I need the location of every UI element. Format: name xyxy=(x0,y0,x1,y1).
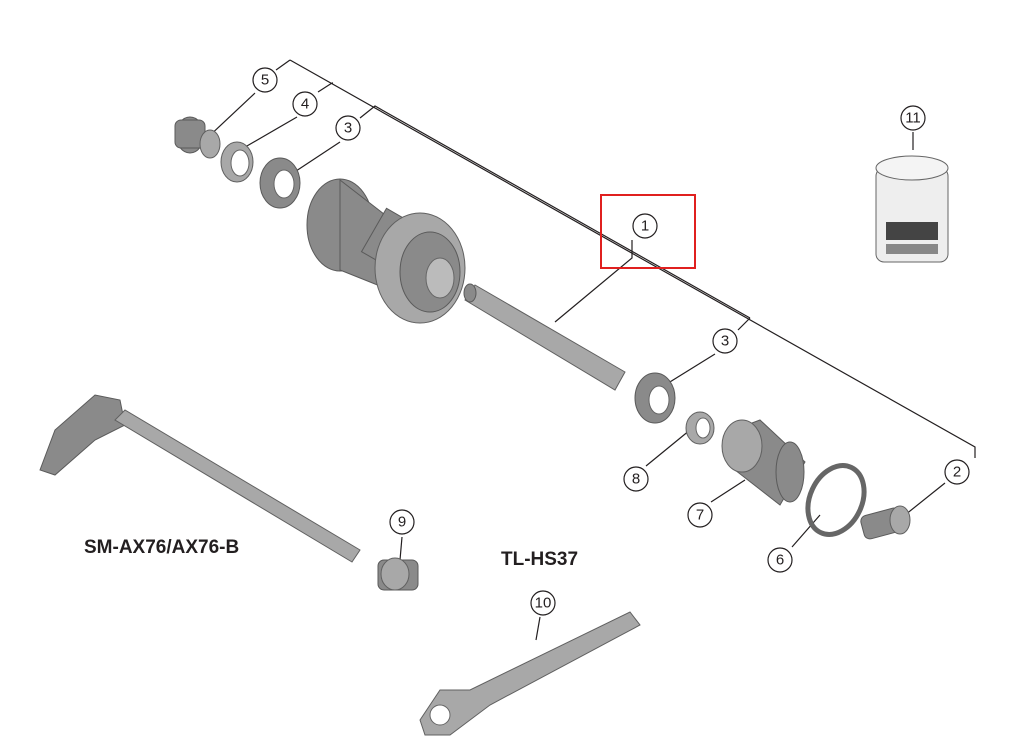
svg-text:3: 3 xyxy=(721,333,729,350)
part-8-spacer[interactable] xyxy=(685,411,715,445)
svg-text:3: 3 xyxy=(344,120,352,137)
callout-5: 5 xyxy=(252,67,278,93)
callout-8: 8 xyxy=(623,466,649,492)
callout-3-right: 3 xyxy=(712,328,738,354)
part-3-bearing-right[interactable] xyxy=(634,372,676,424)
callout-circles: 5 4 3 1 11 3 2 8 7 6 9 10 xyxy=(252,67,970,616)
svg-text:10: 10 xyxy=(535,595,552,612)
callout-9: 9 xyxy=(389,509,415,535)
svg-text:8: 8 xyxy=(632,471,640,488)
part-7-freehub-body[interactable] xyxy=(721,419,806,506)
callout-4: 4 xyxy=(292,91,318,117)
svg-text:11: 11 xyxy=(905,110,921,127)
svg-text:4: 4 xyxy=(301,96,309,113)
tool-model-label: TL-HS37 xyxy=(501,549,579,570)
part-5-end-cap[interactable] xyxy=(174,116,221,159)
part-6-spacer-ring[interactable] xyxy=(797,456,875,543)
svg-text:2: 2 xyxy=(953,464,961,481)
callout-2: 2 xyxy=(944,459,970,485)
hub-body[interactable] xyxy=(306,178,466,324)
part-4-dust-seal[interactable] xyxy=(220,141,254,183)
svg-text:9: 9 xyxy=(398,514,406,531)
part-9-axle-nut[interactable] xyxy=(377,557,419,591)
callout-3-left: 3 xyxy=(335,115,361,141)
callout-10: 10 xyxy=(530,590,556,616)
svg-text:5: 5 xyxy=(261,72,269,89)
svg-text:1: 1 xyxy=(641,218,649,235)
callout-11: 11 xyxy=(900,105,926,131)
highlight-box-callout-1 xyxy=(600,194,696,269)
callout-6: 6 xyxy=(767,547,793,573)
part-3-bearing-left[interactable] xyxy=(259,157,301,209)
callout-1: 1 xyxy=(632,213,658,239)
svg-text:7: 7 xyxy=(696,507,704,524)
part-2-end-cap-right[interactable] xyxy=(860,505,911,540)
thru-axle-sm-ax76[interactable] xyxy=(39,394,361,563)
part-10-hub-wrench[interactable] xyxy=(419,611,641,736)
part-11-grease-jar[interactable] xyxy=(875,155,949,263)
callout-7: 7 xyxy=(687,502,713,528)
part-1-hub-axle[interactable] xyxy=(463,283,626,391)
leader-lines xyxy=(204,59,976,641)
axle-model-label: SM-AX76/AX76-B xyxy=(84,537,240,558)
svg-text:6: 6 xyxy=(776,552,784,569)
